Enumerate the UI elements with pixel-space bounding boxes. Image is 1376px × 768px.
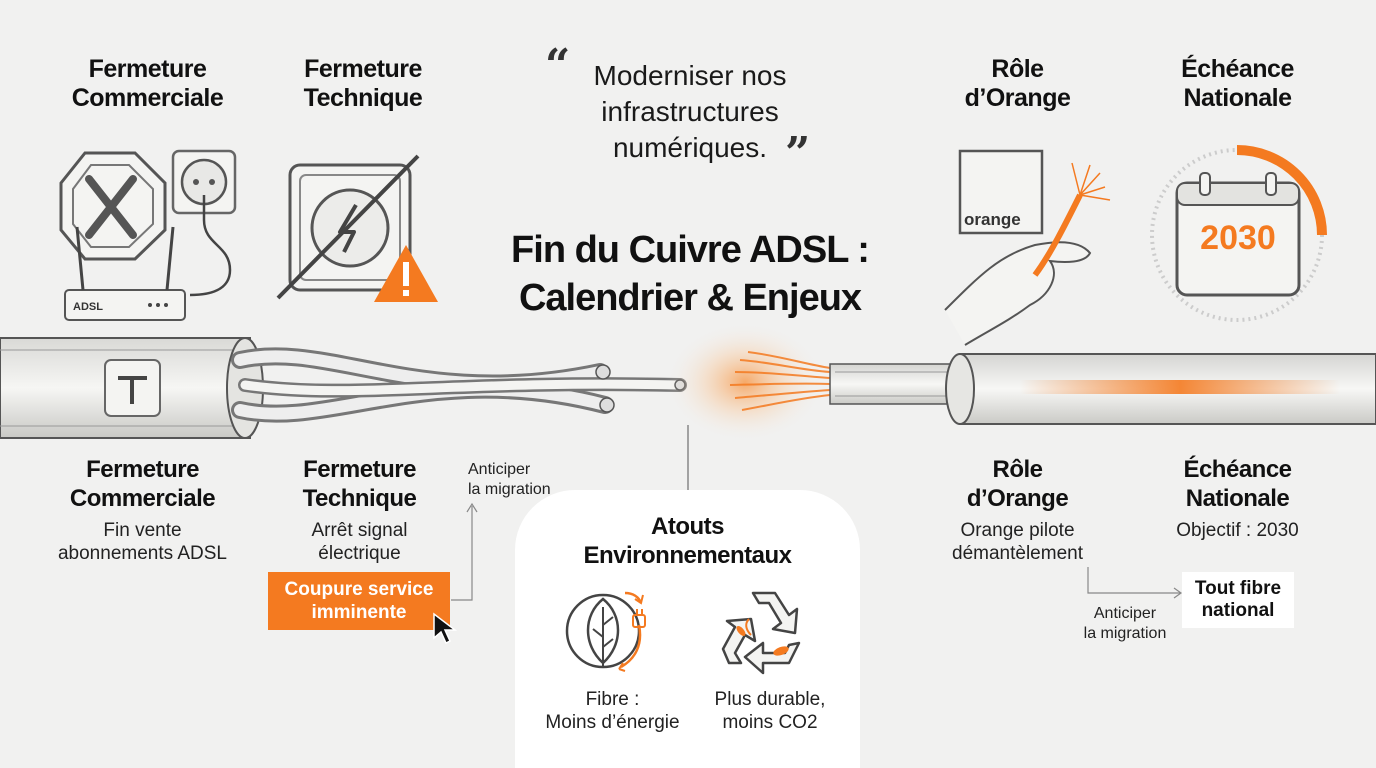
- cursor-icon: [433, 612, 458, 645]
- arrow-up-icon: [451, 502, 478, 601]
- orange-logo: orange: [964, 210, 1021, 229]
- calendar-year: 2030: [1200, 219, 1276, 257]
- open-quote-icon: “: [545, 40, 571, 91]
- fiber-cable: [829, 353, 1376, 425]
- env-item-energy: Fibre :Moins d’énergie: [545, 689, 680, 733]
- fiber-strands: [729, 351, 831, 411]
- socket-warning-icon: [276, 154, 438, 302]
- close-quote-icon: ”: [785, 128, 811, 179]
- env-item-durable: Plus durable,moins CO2: [714, 689, 826, 733]
- router-label: ADSL: [73, 301, 103, 313]
- quote: Moderniser nos infrastructures numérique…: [593, 60, 787, 163]
- orange-hand-fiber-icon: orange: [944, 149, 1111, 346]
- page-title: Fin du Cuivre ADSL : Calendrier & Enjeux: [511, 229, 870, 319]
- glow: [665, 322, 825, 442]
- recycle-icon: [721, 591, 801, 675]
- leaf-plug-icon: [565, 591, 646, 672]
- calendar-2030-icon: 2030: [1150, 145, 1327, 322]
- card-desc: Objectif : 2030: [1176, 520, 1299, 541]
- router-stop-icon: ADSL: [59, 149, 237, 321]
- copper-cable: [0, 337, 687, 439]
- arrow-right-icon: [1087, 567, 1183, 599]
